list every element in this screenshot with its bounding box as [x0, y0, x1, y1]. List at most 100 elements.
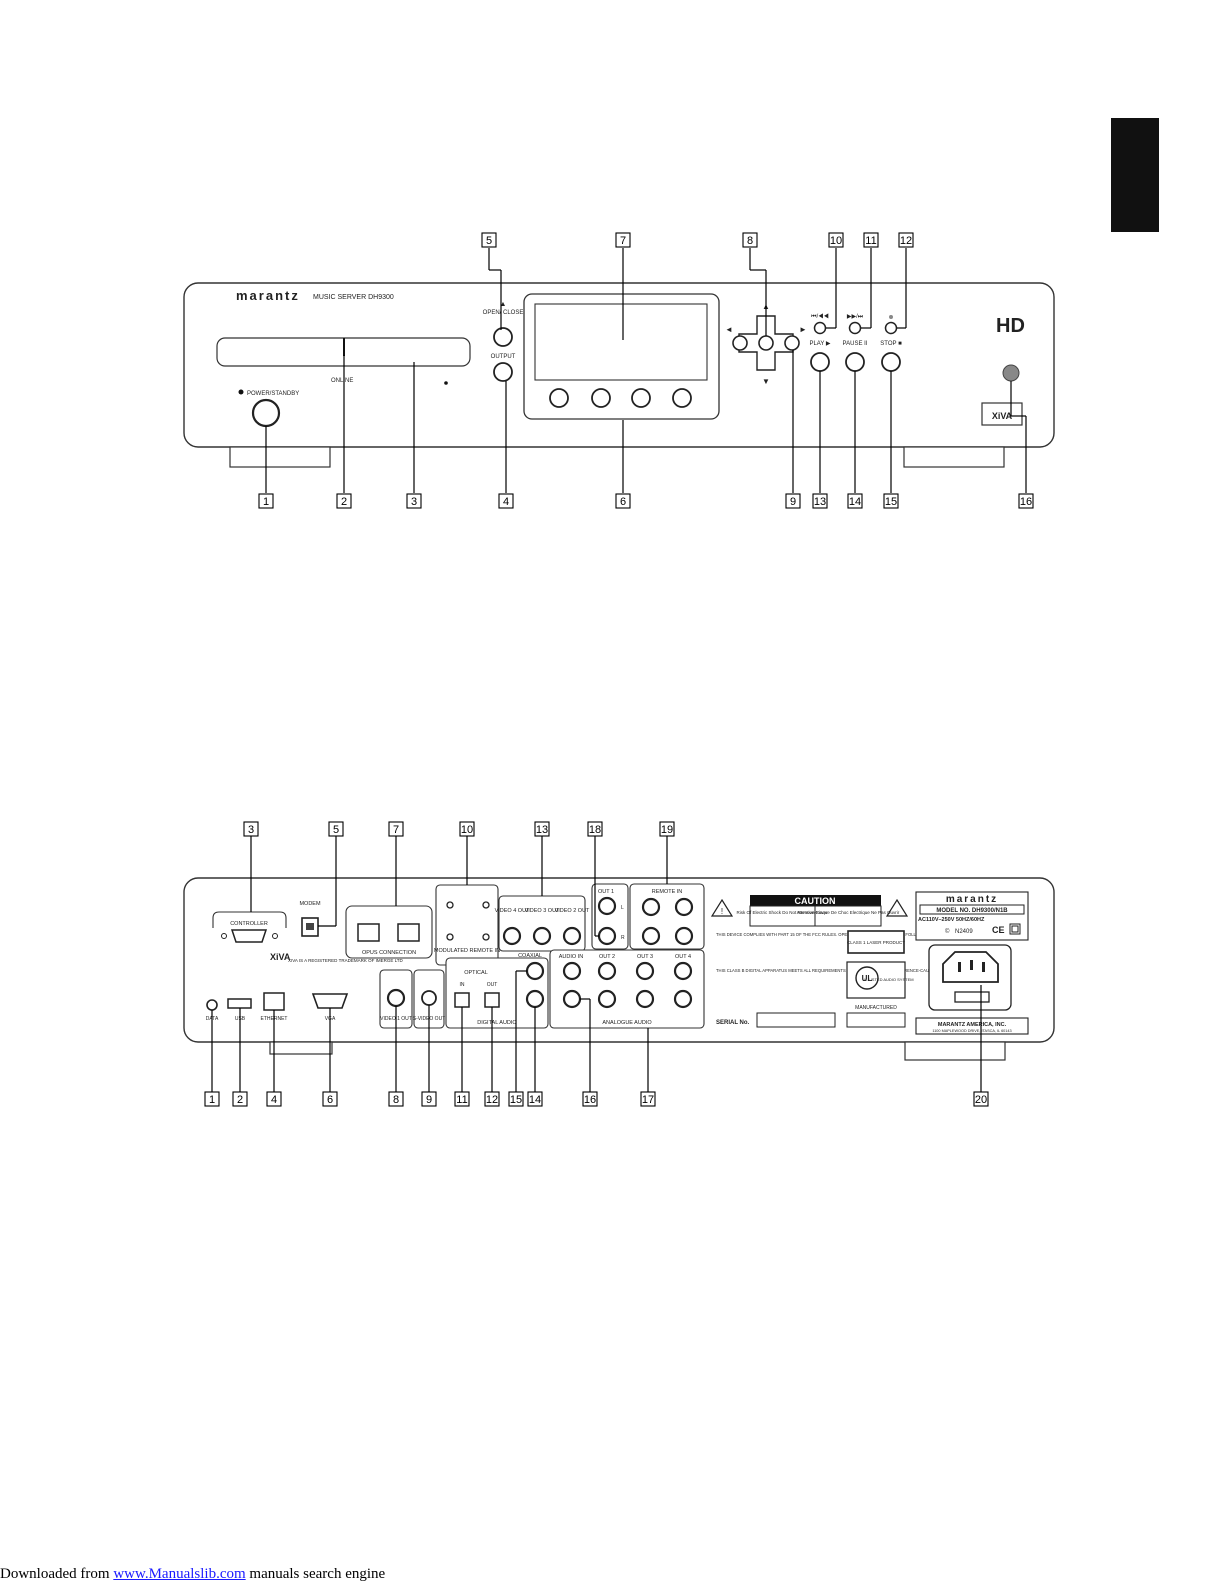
out1-r-jack[interactable] — [597, 926, 617, 946]
callout-number: 6 — [620, 496, 626, 508]
callout-number: 1 — [209, 1094, 215, 1106]
output-button[interactable] — [493, 362, 513, 382]
video1-jack[interactable] — [386, 988, 406, 1008]
out2-l-jack[interactable] — [597, 961, 617, 981]
mod-jack-4[interactable] — [446, 933, 454, 941]
rear-right-foot — [904, 1041, 1006, 1061]
mod-jack-1[interactable] — [482, 901, 490, 909]
online-label: ONLINE — [331, 378, 353, 384]
video4-label: VIDEO 4 OUT — [495, 908, 530, 914]
svideo-jack[interactable] — [421, 990, 437, 1006]
callout-number: 11 — [865, 235, 876, 247]
soft-key-1[interactable] — [549, 388, 569, 408]
audio-in-l-jack[interactable] — [562, 961, 582, 981]
out2-r-jack[interactable] — [597, 989, 617, 1009]
rear-xiva-logo: XiVA — [270, 952, 291, 962]
vga-port[interactable] — [311, 993, 349, 1009]
audio-in-label: AUDIO IN — [559, 954, 583, 960]
soft-key-4[interactable] — [672, 388, 692, 408]
callout-box — [484, 1091, 500, 1107]
skip-back-button[interactable] — [813, 321, 827, 335]
nav-left-icon: ◄ — [725, 325, 733, 334]
lightning-triangle-icon — [885, 898, 909, 917]
callout-box — [973, 1091, 989, 1107]
out4-l-jack[interactable] — [673, 961, 693, 981]
callout-number: 10 — [830, 235, 842, 247]
callout-box — [498, 493, 514, 509]
eject-button[interactable] — [493, 327, 513, 347]
skip-fwd-button[interactable] — [848, 321, 862, 335]
callout-box — [863, 232, 879, 248]
callout-box — [812, 493, 828, 509]
modem-label: MODEM — [299, 901, 321, 907]
digital-audio-label: DIGITAL AUDIO — [477, 1020, 517, 1026]
remote-in-label: REMOTE IN — [652, 889, 683, 895]
nav-right-icon: ► — [799, 325, 807, 334]
out1-l-jack[interactable] — [597, 896, 617, 916]
out4-r-jack[interactable] — [673, 989, 693, 1009]
remote-in-4-jack[interactable] — [641, 926, 661, 946]
eject-icon: ▲ — [500, 301, 507, 308]
remote-in-1-jack[interactable] — [674, 897, 694, 917]
usb-port[interactable] — [227, 998, 252, 1009]
out3-r-jack[interactable] — [635, 989, 655, 1009]
opus-port-2[interactable] — [397, 923, 420, 942]
output-label: OUTPUT — [491, 354, 516, 360]
front-panel: marantz MUSIC SERVER DH9300 ONLINE POWER… — [183, 282, 1055, 468]
power-label: POWER/STANDBY — [247, 391, 299, 397]
callout-number: 14 — [529, 1094, 541, 1106]
stop-button[interactable] — [881, 352, 901, 372]
callout-box — [883, 493, 899, 509]
mod-jack-2[interactable] — [482, 933, 490, 941]
remote-in-2-jack[interactable] — [674, 926, 694, 946]
warning-mark: ! — [721, 907, 723, 916]
nav-right-button[interactable] — [784, 335, 800, 351]
brand-logo: marantz — [236, 288, 300, 303]
caution-banner — [750, 895, 881, 906]
power-button[interactable] — [251, 398, 281, 428]
opus-port-1[interactable] — [357, 923, 380, 942]
video3-jack[interactable] — [532, 926, 552, 946]
callout-number: 16 — [1020, 496, 1032, 508]
controller-label: CONTROLLER — [230, 921, 268, 927]
out3-l-jack[interactable] — [635, 961, 655, 981]
callout-number: 4 — [503, 496, 509, 508]
audio-in-r-jack[interactable] — [562, 989, 582, 1009]
maker-name: MARANTZ AMERICA, INC. — [938, 1022, 1007, 1028]
coaxial-out-jack[interactable] — [525, 989, 545, 1009]
aux-button[interactable] — [884, 321, 898, 335]
ethernet-port[interactable] — [263, 992, 285, 1011]
play-button[interactable] — [810, 352, 830, 372]
remote-in-3-jack[interactable] — [641, 897, 661, 917]
optical-out-port[interactable] — [484, 992, 500, 1008]
callout-number: 14 — [849, 496, 861, 508]
out4-label: OUT 4 — [675, 954, 691, 960]
serial-box — [756, 1012, 836, 1028]
out1-r-mark: R — [621, 935, 625, 941]
optical-in-port[interactable] — [454, 992, 470, 1008]
controller-port[interactable] — [230, 929, 268, 943]
ul-mark: UL — [862, 974, 873, 983]
callout-box — [582, 1091, 598, 1107]
video2-jack[interactable] — [562, 926, 582, 946]
callout-box — [659, 821, 675, 837]
coaxial-in-jack[interactable] — [525, 961, 545, 981]
pause-button[interactable] — [845, 352, 865, 372]
callout-box — [232, 1091, 248, 1107]
video4-jack[interactable] — [502, 926, 522, 946]
nav-left-button[interactable] — [732, 335, 748, 351]
soft-key-3[interactable] — [631, 388, 651, 408]
soft-key-2[interactable] — [591, 388, 611, 408]
xiva-trademark: XIVA IS A REGISTERED TRADEMARK OF IMERGE… — [288, 958, 404, 963]
rear-callout-lines — [211, 836, 982, 1092]
nav-enter-button[interactable] — [758, 335, 774, 351]
manualslib-link[interactable]: www.Manualslib.com — [113, 1566, 246, 1582]
front-callouts-top — [488, 248, 907, 340]
callout-box — [615, 232, 631, 248]
n-number: N2409 — [955, 929, 973, 935]
data-jack[interactable] — [206, 999, 218, 1011]
model-label: MUSIC SERVER DH9300 — [313, 294, 394, 301]
mod-jack-3[interactable] — [446, 901, 454, 909]
optical-in-label: IN — [460, 982, 465, 988]
analogue-audio-label: ANALOGUE AUDIO — [602, 1020, 652, 1026]
